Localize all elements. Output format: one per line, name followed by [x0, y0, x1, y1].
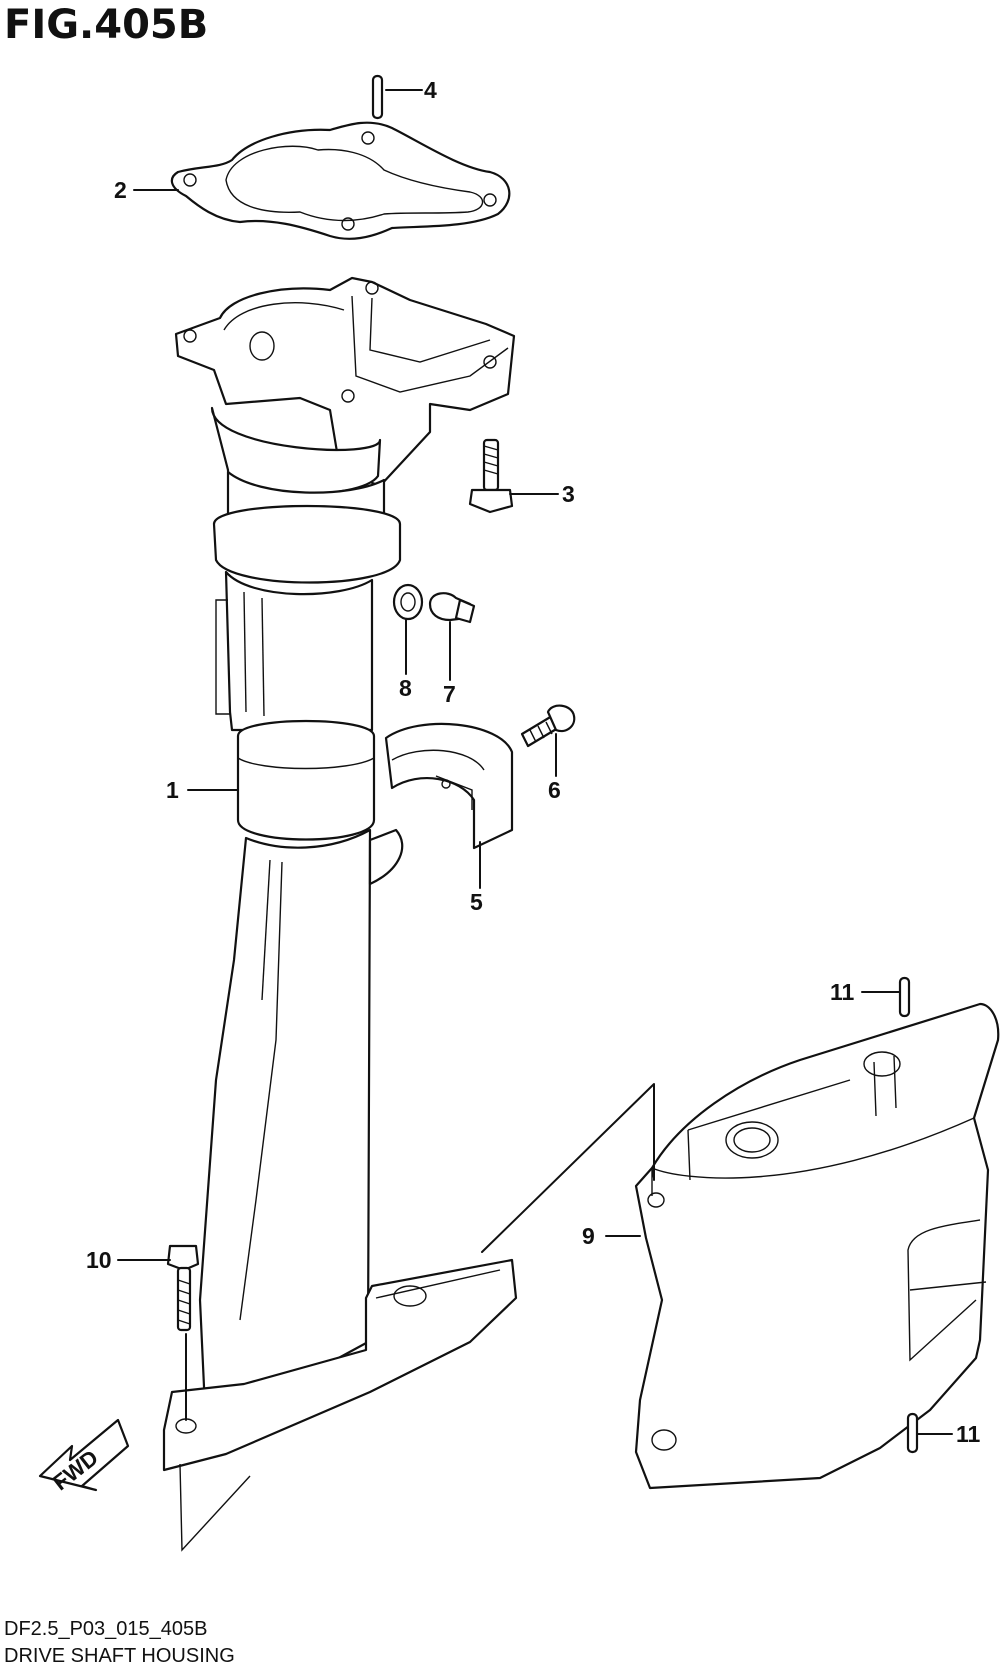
- figure-title: FIG.405B: [4, 2, 209, 48]
- callout-2: 2: [114, 177, 127, 203]
- callout-1: 1: [166, 777, 179, 803]
- callout-9: 9: [582, 1223, 595, 1249]
- figure-caption: DRIVE SHAFT HOUSING: [4, 1645, 235, 1667]
- part-11-pin-lower: [906, 1412, 919, 1454]
- leader-lines: [117, 89, 953, 1435]
- part-2-gasket: [170, 121, 511, 240]
- fwd-arrow-icon: FWD: [38, 1418, 130, 1495]
- callout-10: 10: [86, 1247, 112, 1273]
- part-4-pin: [371, 74, 384, 120]
- part-8-washer: [392, 583, 424, 621]
- callout-4: 4: [424, 77, 437, 103]
- figure-code: DF2.5_P03_015_405B: [4, 1618, 208, 1640]
- callout-6: 6: [548, 777, 561, 803]
- part-6-screw: [520, 704, 576, 748]
- callout-3: 3: [562, 481, 575, 507]
- part-11-pin-upper: [898, 976, 911, 1018]
- part-7-plug-screw: [428, 592, 476, 624]
- part-3-bolt: [468, 438, 514, 514]
- callout-11-lower: 11: [956, 1421, 981, 1447]
- part-5-clamp: [384, 722, 514, 850]
- callout-8: 8: [399, 675, 412, 701]
- callout-11-upper: 11: [830, 979, 855, 1005]
- callout-7: 7: [443, 681, 456, 707]
- part-10-bolt: [166, 1244, 200, 1332]
- callout-5: 5: [470, 889, 483, 915]
- part-1-drive-shaft-housing: [162, 276, 518, 1552]
- part-9-cover: [634, 1002, 1000, 1490]
